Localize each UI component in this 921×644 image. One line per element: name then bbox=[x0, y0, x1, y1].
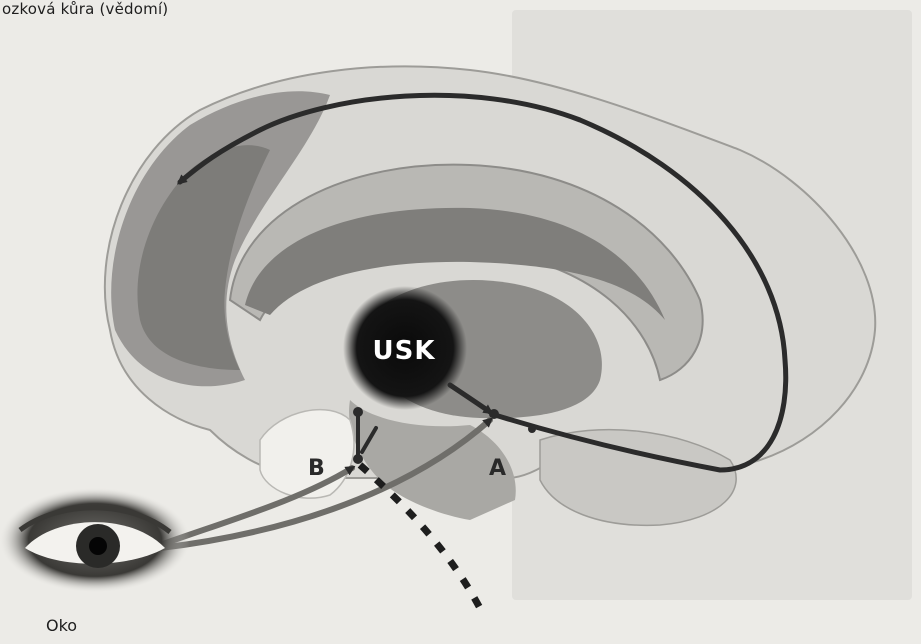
node-usk-dot bbox=[353, 407, 363, 417]
eye-icon bbox=[0, 488, 190, 592]
node-a2-dot bbox=[528, 425, 536, 433]
cortex-label: ozková kůra (vědomí) bbox=[2, 0, 168, 18]
usk-label: USK bbox=[364, 336, 444, 366]
node-b-dot bbox=[353, 454, 363, 464]
node-a-label: A bbox=[489, 456, 506, 481]
eye-label: Oko bbox=[46, 616, 77, 635]
node-b-label: B bbox=[308, 456, 325, 481]
